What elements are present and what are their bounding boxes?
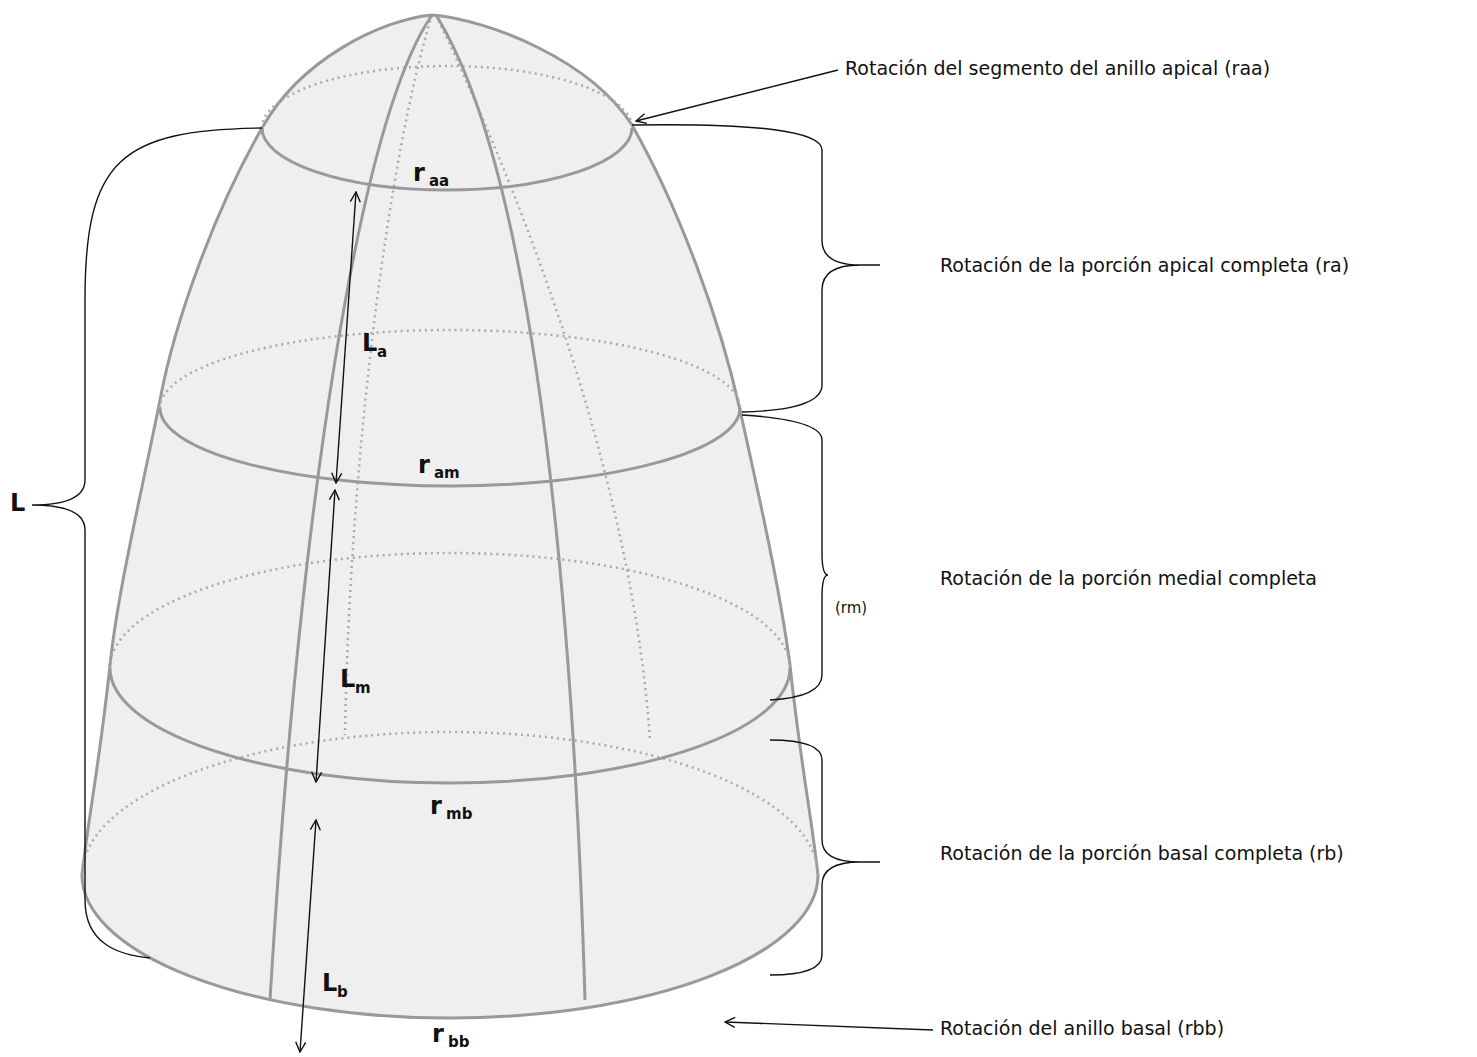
length-subscript: m bbox=[355, 680, 371, 697]
length-symbol: L bbox=[340, 666, 355, 694]
front-lines bbox=[110, 15, 790, 1000]
length-subscript: a bbox=[377, 344, 387, 361]
radius-symbol: r bbox=[418, 452, 430, 480]
callout-text: Rotación de la porción apical completa (… bbox=[940, 255, 1349, 277]
callout-text: Rotación del anillo basal (rbb) bbox=[940, 1018, 1224, 1040]
radius-symbol: r bbox=[432, 1021, 444, 1049]
radius-subscript: mb bbox=[446, 806, 472, 823]
callout-text: (rm) bbox=[835, 600, 867, 617]
length-symbol: L bbox=[322, 970, 337, 998]
dome-body bbox=[82, 15, 818, 1018]
dimension-symbol: L bbox=[10, 490, 25, 518]
radius-subscript: aa bbox=[429, 173, 449, 190]
callout-text: Rotación de la porción medial completa bbox=[940, 568, 1317, 590]
radius-symbol: r bbox=[413, 160, 425, 188]
radius-subscript: bb bbox=[448, 1034, 469, 1051]
callout-text: Rotación del segmento del anillo apical … bbox=[845, 58, 1270, 80]
back-lines bbox=[82, 15, 818, 875]
brackets bbox=[32, 125, 880, 975]
leader-arrows bbox=[300, 70, 933, 1052]
callout-text: Rotación de la porción basal completa (r… bbox=[940, 843, 1344, 865]
length-symbol: L bbox=[362, 330, 377, 358]
length-subscript: b bbox=[337, 984, 348, 1001]
radius-subscript: am bbox=[434, 465, 460, 482]
radius-symbol: r bbox=[430, 793, 442, 821]
